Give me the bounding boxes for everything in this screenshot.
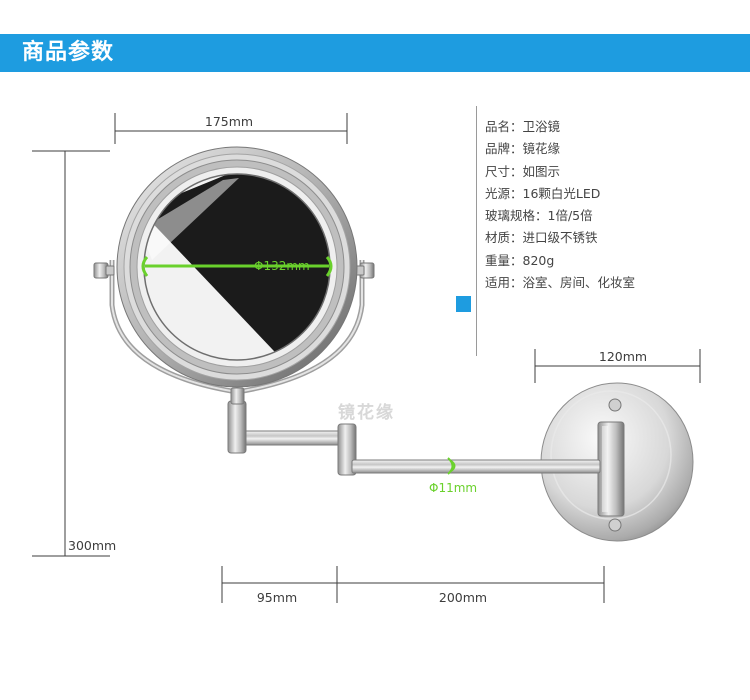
spec-item-material: 材质：进口级不锈铁 [485, 230, 598, 246]
total-height-label: 300mm [68, 538, 116, 553]
spec-item-usage: 适用：浴室、房间、化妆室 [485, 275, 636, 291]
spec-item-glass: 玻璃规格：1倍/5倍 [485, 208, 593, 224]
base-width-dimension: 120mm [534, 349, 701, 383]
mirror-width-dimension: 175mm [114, 113, 348, 144]
mirror-yoke [93, 260, 375, 405]
spec-item-name: 品名：卫浴镜 [485, 119, 561, 134]
brand-watermark: 镜花缘 [338, 402, 395, 423]
extension-arm [227, 400, 601, 476]
rod-diameter-label: Φ11mm [429, 481, 477, 495]
spec-list: 品名：卫浴镜 品牌：镜花缘 尺寸：如图示 光源：16颗白光LED 玻璃规格：1倍… [485, 116, 725, 294]
spec-divider [476, 106, 477, 356]
total-height-dimension: 300mm [32, 150, 116, 557]
arm-long-label: 200mm [439, 590, 487, 605]
arm-length-dimension: 95mm 200mm [221, 566, 605, 605]
header-bar [0, 34, 750, 72]
spec-item-light: 光源：16颗白光LED [485, 185, 601, 201]
mirror-glass-label: Φ132mm [254, 259, 310, 273]
rod-diameter-dimension: Φ11mm [429, 457, 477, 495]
base-width-label: 120mm [599, 349, 647, 364]
spec-item-brand: 品牌：镜花缘 [485, 141, 561, 157]
page-title: 商品参数 [22, 40, 115, 65]
mirror-glass-dimension: Φ132mm [141, 256, 333, 277]
arm-short-label: 95mm [257, 590, 297, 605]
spec-item-size: 尺寸：如图示 [485, 163, 561, 179]
wall-mount-base [540, 382, 694, 542]
spec-item-weight: 重量：820g [485, 252, 555, 268]
mirror-width-label: 175mm [205, 114, 253, 129]
accent-square [456, 296, 471, 312]
